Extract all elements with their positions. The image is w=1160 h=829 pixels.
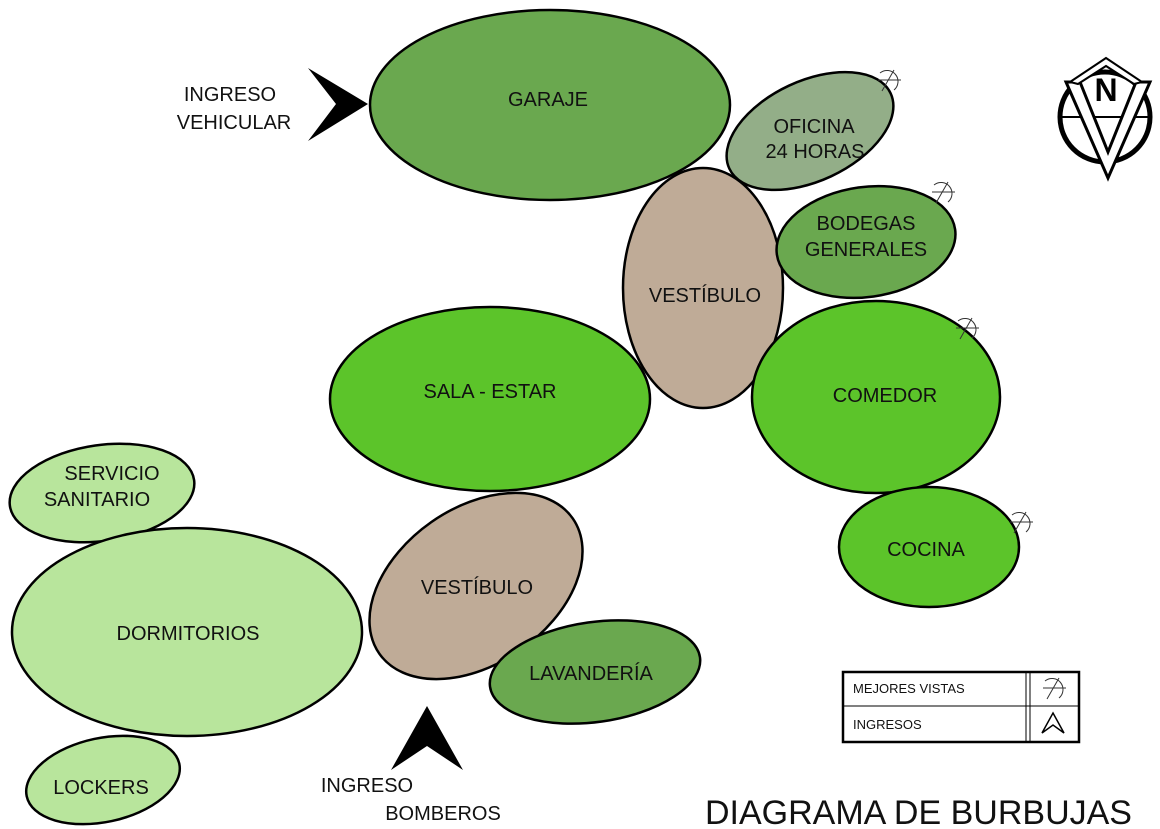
bubble-vestibulo-top-label: VESTÍBULO [649, 284, 761, 307]
bubble-garaje: GARAJE [368, 8, 732, 202]
entrance-vehicular: INGRESO VEHICULAR [177, 68, 368, 141]
bubble-cocina: COCINA [837, 485, 1021, 609]
legend-border [841, 670, 1081, 744]
bubble-vestibulo-top-shape [621, 166, 785, 410]
bubble-bodegas-shape [775, 184, 957, 300]
entrance-vehicular-label-line2: VEHICULAR [177, 112, 291, 134]
bubble-dormitorios-label: DORMITORIOS [117, 623, 260, 645]
bubble-sala-estar: SALA - ESTAR [328, 305, 652, 493]
bubble-vestibulo-bottom: VESTÍBULO [368, 491, 584, 681]
bubble-lockers: LOCKERS [24, 734, 182, 826]
diagram-title: DIAGRAMA DE BURBUJAS [705, 794, 1132, 829]
entrance-vehicular-label-line1: INGRESO [184, 84, 276, 106]
bubble-lavanderia-label: LAVANDERÍA [529, 662, 653, 685]
bubble-cocina-label: COCINA [887, 539, 965, 561]
bubble-sala-estar-shape [328, 305, 652, 493]
bubble-lavanderia: LAVANDERÍA [488, 619, 702, 725]
bubble-lavanderia-shape [488, 619, 702, 725]
bubble-garaje-label: GARAJE [508, 89, 588, 111]
bubble-bodegas-label-line2: GENERALES [805, 239, 927, 261]
entrance-bomberos-arrow-icon [391, 706, 463, 770]
bubble-sala-estar-label: SALA - ESTAR [423, 381, 556, 403]
bubble-oficina-label-line1: OFICINA [773, 116, 855, 138]
bubble-dormitorios: DORMITORIOS [10, 526, 364, 738]
best-view-symbol-bodegas [932, 181, 955, 204]
bubble-lockers-shape [24, 734, 182, 826]
bubble-comedor-label: COMEDOR [833, 385, 937, 407]
bubble-vestibulo-bottom-label: VESTÍBULO [421, 576, 533, 599]
entrance-bomberos: INGRESO BOMBEROS [321, 706, 501, 825]
bubble-oficina-shape [725, 70, 895, 192]
best-view-symbol-cocina [1010, 511, 1033, 534]
north-letter: N [1094, 72, 1117, 108]
bubble-vestibulo-top: VESTÍBULO [621, 166, 785, 410]
bubble-lockers-label: LOCKERS [53, 777, 149, 799]
entrance-bomberos-label-line2: BOMBEROS [385, 803, 501, 825]
bubble-garaje-shape [368, 8, 732, 202]
bubble-oficina: OFICINA 24 HORAS [725, 70, 895, 192]
bubble-bodegas: BODEGAS GENERALES [775, 184, 957, 300]
bubble-servicio-label-line2: SANITARIO [44, 489, 150, 511]
best-view-symbol-comedor [956, 317, 979, 340]
entrance-bomberos-label-line1: INGRESO [321, 775, 413, 797]
north-symbol: N [1057, 56, 1153, 182]
entrance-vehicular-arrow-icon [308, 68, 368, 141]
legend-label-best-views: MEJORES VISTAS [853, 681, 965, 696]
best-view-symbol-oficina [878, 69, 901, 92]
bubble-oficina-label-line2: 24 HORAS [766, 141, 865, 163]
bubble-dormitorios-shape [10, 526, 364, 738]
legend-entrance-icon [1041, 711, 1065, 734]
bubble-bodegas-label-line1: BODEGAS [817, 213, 916, 235]
bubble-servicio-label-line1: SERVICIO [64, 463, 159, 485]
legend-label-entrances: INGRESOS [853, 717, 922, 732]
bubble-comedor-shape [750, 299, 1002, 495]
bubble-comedor: COMEDOR [750, 299, 1002, 495]
legend-best-view-icon [1043, 677, 1066, 700]
bubble-cocina-shape [837, 485, 1021, 609]
legend: MEJORES VISTAS INGRESOS [841, 670, 1081, 744]
